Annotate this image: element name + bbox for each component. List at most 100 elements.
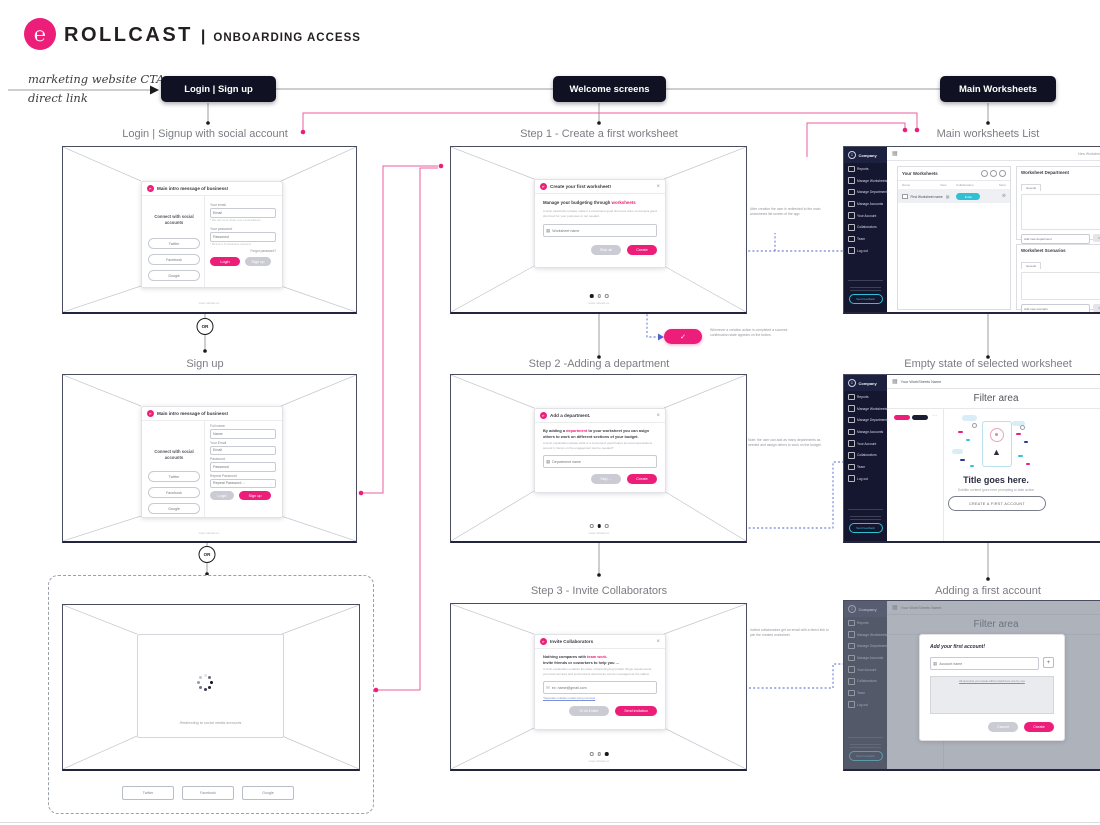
skip-all-button[interactable]: Skip all (591, 245, 621, 256)
worksheet-name-field[interactable]: ▦ (543, 224, 657, 238)
create-scenario-button[interactable]: Create (1093, 304, 1100, 312)
menu-icon (848, 463, 855, 471)
social-login-button[interactable]: Google (148, 270, 200, 281)
social-media-button[interactable]: Twitter (122, 786, 174, 800)
password-input[interactable] (213, 464, 273, 469)
sidebar-item[interactable]: Team (844, 233, 887, 245)
forgot-password-link[interactable]: Forgot password? (250, 249, 276, 253)
add-department-input[interactable] (1024, 237, 1087, 241)
send-feedback-button[interactable]: Send feedback (848, 523, 883, 533)
department-chip-dark[interactable] (912, 415, 928, 420)
sidebar-item[interactable]: Log out (844, 245, 887, 257)
close-icon[interactable]: × (656, 412, 660, 419)
password-field[interactable] (210, 232, 276, 242)
email-input[interactable] (213, 211, 273, 215)
sidebar-item[interactable]: Manage Accounts (844, 198, 887, 210)
row-checkbox[interactable] (902, 193, 908, 200)
repeat-password-input[interactable] (213, 481, 273, 486)
view-toggle-icons[interactable] (981, 170, 1006, 177)
send-feedback-button[interactable]: Send feedback (848, 294, 883, 304)
tab-general[interactable]: General (1021, 184, 1041, 191)
social-media-button[interactable]: Facebook (182, 786, 234, 800)
login-button[interactable]: Login (210, 257, 240, 266)
step1-pagination[interactable] (589, 294, 609, 298)
social-login-button[interactable]: Google (148, 503, 200, 514)
social-login-button[interactable]: Facebook (148, 254, 200, 265)
email-field[interactable] (210, 445, 276, 455)
sidebar-item[interactable]: Your Account (844, 438, 887, 450)
social-login-button[interactable]: Facebook (148, 487, 200, 498)
sidebar-item[interactable]: Collaborators (844, 221, 887, 233)
invite-button[interactable]: Invite (956, 193, 981, 200)
panel-title: Your Worksheets (902, 171, 938, 176)
social-login-button[interactable]: Twitter (148, 238, 200, 249)
card-header: ℮ Main intro message of business! (142, 407, 282, 421)
password-field[interactable] (210, 462, 276, 472)
remove-icon[interactable]: ⊗ (1001, 193, 1006, 199)
signup-button[interactable]: Sign up (239, 491, 271, 500)
account-name-input[interactable] (939, 661, 1036, 666)
login-button[interactable]: Login (210, 491, 234, 500)
email-field[interactable] (210, 208, 276, 218)
invite-email-input[interactable] (551, 685, 654, 690)
add-scenario-input[interactable] (1024, 307, 1087, 311)
send-invitation-button[interactable]: Send invitation (615, 706, 657, 717)
worksheet-scenarios-panel: Worksheet Scenarios General Create (1016, 244, 1100, 312)
sidebar-item[interactable]: Team (844, 461, 887, 473)
department-name-input[interactable] (552, 459, 654, 464)
sidebar-item[interactable]: Manage Accounts (844, 426, 887, 438)
more-chips-icon[interactable]: ⋯ (932, 413, 937, 419)
create-first-account-button[interactable]: CREATE A FIRST ACCOUNT (948, 496, 1046, 511)
menu-icon (848, 393, 855, 401)
invite-email-field[interactable]: ✉ (543, 681, 657, 695)
sidebar-item[interactable]: Manage Departments (844, 414, 889, 426)
sidebar-item[interactable]: Manage Departments (844, 186, 889, 198)
add-department-field[interactable] (1021, 234, 1090, 244)
sidebar-item[interactable]: Collaborators (844, 449, 887, 461)
social-media-button[interactable]: Google (242, 786, 294, 800)
worksheet-row[interactable]: First Worksheet name ▦ Invite ⊗ (898, 190, 1010, 203)
sidebar-item[interactable]: Your Account (844, 210, 887, 222)
sidebar-item[interactable]: Manage Worksheets (844, 175, 887, 187)
sidebar-item[interactable]: Reports (844, 163, 887, 175)
name-input[interactable] (213, 431, 273, 436)
signup-button[interactable]: Sign up (245, 257, 271, 266)
worksheet-icon: ▦ (546, 227, 551, 233)
emails-hint-link[interactable]: *Separate multiple emails using commas (543, 696, 596, 701)
close-icon[interactable]: × (656, 183, 660, 190)
welcome-screens-node[interactable]: Welcome screens (553, 76, 666, 102)
create-department-button[interactable]: Create (1093, 234, 1100, 242)
social-login-button[interactable]: Twitter (148, 471, 200, 482)
account-name-field[interactable]: ▦ (930, 657, 1039, 670)
email-input[interactable] (213, 448, 273, 453)
sidebar-item[interactable]: Log out (844, 473, 887, 485)
view-icon[interactable]: ▦ (945, 195, 950, 199)
login-signup-node[interactable]: Login | Sign up (161, 76, 276, 102)
create-button[interactable]: Create (1024, 722, 1054, 732)
skip-button[interactable]: Skip ... (591, 474, 621, 485)
close-icon[interactable]: × (656, 638, 660, 645)
department-name-field[interactable]: ▦ (543, 455, 657, 469)
do-it-later-button[interactable]: I'll do it later (569, 706, 609, 717)
name-field[interactable] (210, 429, 276, 439)
password-input[interactable] (213, 235, 273, 239)
create-button[interactable]: Create (627, 474, 657, 485)
repeat-password-field[interactable] (210, 478, 276, 488)
add-account-plus-button[interactable]: + (1043, 657, 1054, 668)
brand-subtitle: ONBOARDING ACCESS (213, 32, 361, 44)
create-button[interactable]: Create (627, 245, 657, 256)
department-chip-pink[interactable] (894, 415, 910, 420)
sidebar-item[interactable]: Manage Worksheets (844, 403, 887, 415)
main-worksheets-node[interactable]: Main Worksheets (940, 76, 1056, 102)
modal-lead-accent: department (566, 428, 588, 433)
step2-pagination[interactable] (589, 524, 609, 528)
sidebar-item[interactable]: Reports (844, 391, 887, 403)
cancel-button[interactable]: Cancel (988, 722, 1018, 732)
add-scenario-field[interactable] (1021, 304, 1090, 312)
worksheet-name-input[interactable] (552, 228, 654, 233)
step3-pagination[interactable] (589, 752, 609, 756)
tab-general[interactable]: General (1021, 262, 1041, 269)
modal-body: A short description please make it a con… (543, 209, 657, 218)
